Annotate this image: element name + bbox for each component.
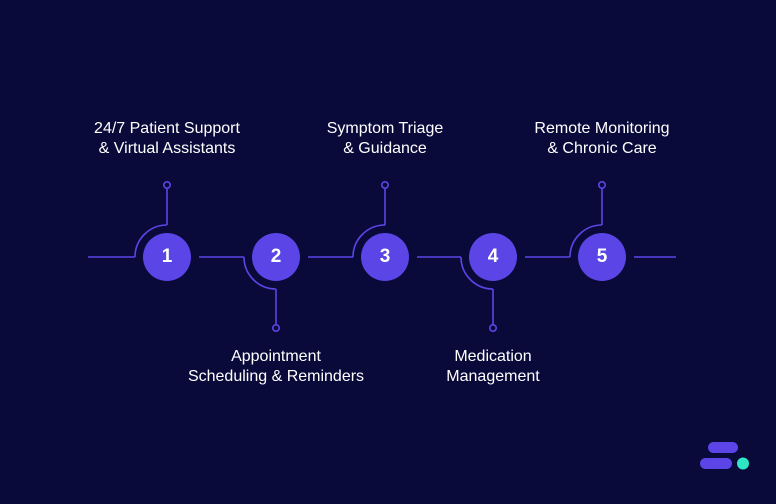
step-5-label: Remote Monitoring & Chronic Care <box>482 119 722 159</box>
step-label-line: Symptom Triage <box>326 120 444 137</box>
step-number: 1 <box>161 246 173 267</box>
step-label-line: 24/7 Patient Support <box>94 120 240 137</box>
step-number: 4 <box>487 246 499 267</box>
step-label-line: & Guidance <box>343 140 427 157</box>
step-2-node: 2 <box>252 233 300 281</box>
node-arc <box>460 256 494 290</box>
step-5-node: 5 <box>578 233 626 281</box>
step-number: 3 <box>379 246 391 267</box>
connector-dot <box>380 181 389 190</box>
step-number: 2 <box>270 246 282 267</box>
step-1-node: 1 <box>143 233 191 281</box>
step-label-line: & Chronic Care <box>547 140 657 157</box>
step-label-line: Management <box>446 368 540 385</box>
step-label-line: & Virtual Assistants <box>98 140 236 157</box>
step-1-label: 24/7 Patient Support & Virtual Assistants <box>47 119 287 159</box>
step-label-line: Scheduling & Reminders <box>187 368 365 385</box>
connector-dot <box>597 181 606 190</box>
node-arc <box>352 224 386 258</box>
node-arc <box>569 224 603 258</box>
step-3-label: Symptom Triage & Guidance <box>265 119 505 159</box>
connector-dot <box>163 181 172 190</box>
connector-dot <box>271 323 280 332</box>
step-number: 5 <box>596 246 608 267</box>
timeline-connectors <box>88 181 676 332</box>
step-label-line: Medication <box>454 348 532 365</box>
brand-logo-icon <box>700 442 749 470</box>
step-label-line: Appointment <box>231 348 321 365</box>
connector-dot <box>488 323 497 332</box>
step-label-line: Remote Monitoring <box>534 120 670 137</box>
step-3-node: 3 <box>361 233 409 281</box>
node-arc <box>134 224 168 258</box>
node-arc <box>243 256 277 290</box>
step-4-node: 4 <box>469 233 517 281</box>
